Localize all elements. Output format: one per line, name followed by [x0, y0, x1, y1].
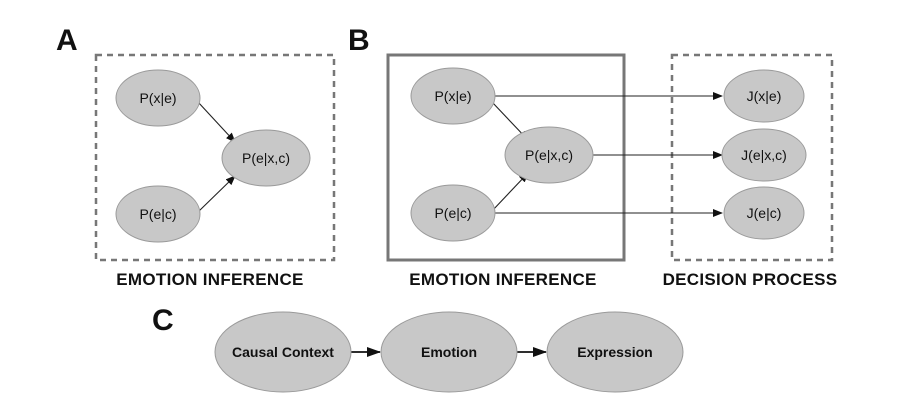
panel-b-node-pec: P(e|c) — [410, 184, 496, 242]
panel-c-letter: C — [152, 304, 174, 337]
panel-b-node-jec-label: J(e|c) — [747, 205, 782, 221]
panel-a-frame — [94, 53, 336, 262]
panel-a-letter: A — [56, 24, 78, 57]
panel-b-node-jexc-label: J(e|x,c) — [741, 147, 787, 163]
panel-a-edge-pxe-to-pexc — [197, 101, 236, 143]
panel-a-node-pxe-label: P(x|e) — [139, 90, 176, 106]
panel-a-node-pexc-label: P(e|x,c) — [242, 150, 290, 166]
panel-c-node-emotion-label: Emotion — [421, 344, 477, 360]
panel-a-edge-pec-to-pexc — [197, 175, 236, 213]
panel-b-inference-frame — [386, 53, 626, 262]
panel-b-decision-frame — [670, 53, 834, 262]
panel-a-node-pxe: P(x|e) — [115, 69, 201, 127]
panel-b-letter: B — [348, 24, 370, 57]
panel-b-node-pxe: P(x|e) — [410, 67, 496, 125]
panel-b-node-jexc: J(e|x,c) — [721, 128, 807, 182]
panel-a-node-pexc: P(e|x,c) — [221, 129, 311, 187]
panel-b-node-jec: J(e|c) — [723, 186, 805, 240]
panel-b-edge-pec-to-pexc — [491, 172, 529, 212]
panel-b-node-jxe: J(x|e) — [723, 69, 805, 123]
panel-c-node-context: Causal Context — [214, 311, 352, 393]
panel-a-node-pec-label: P(e|c) — [139, 206, 176, 222]
panel-b-node-pxe-label: P(x|e) — [434, 88, 471, 104]
panel-b-node-jxe-label: J(x|e) — [747, 88, 782, 104]
panel-c-node-expression: Expression — [546, 311, 684, 393]
panel-c-node-emotion: Emotion — [380, 311, 518, 393]
panel-c-node-context-label: Causal Context — [232, 344, 334, 360]
panel-c-node-expression-label: Expression — [577, 344, 652, 360]
panel-b-node-pexc: P(e|x,c) — [504, 126, 594, 184]
panel-b-caption-decision: DECISION PROCESS — [663, 270, 838, 289]
panel-b-node-pec-label: P(e|c) — [434, 205, 471, 221]
panel-b-caption-inference: EMOTION INFERENCE — [409, 270, 596, 289]
panel-a-node-pec: P(e|c) — [115, 185, 201, 243]
panel-b-node-pexc-label: P(e|x,c) — [525, 147, 573, 163]
panel-a-caption: EMOTION INFERENCE — [116, 270, 303, 289]
